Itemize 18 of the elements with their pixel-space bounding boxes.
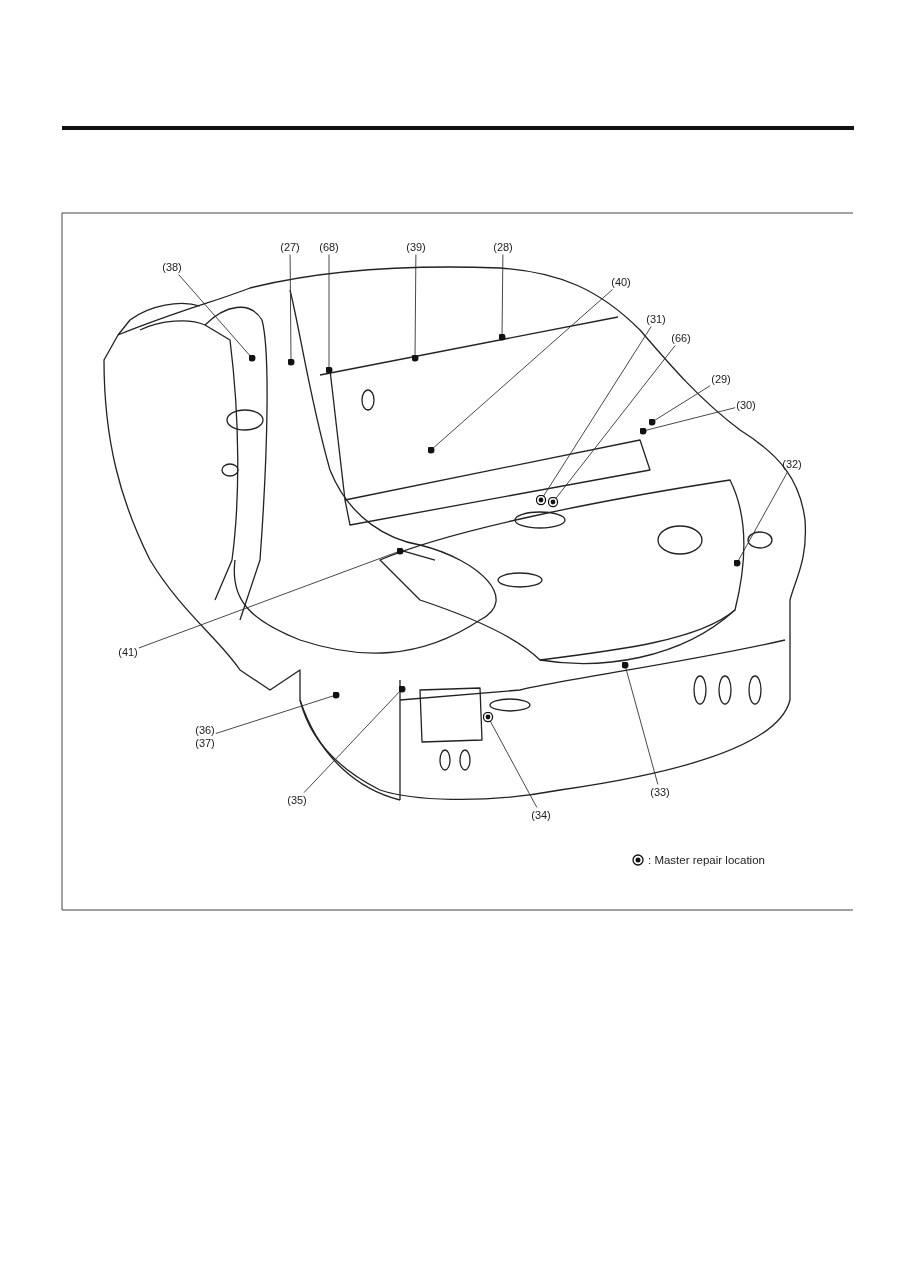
callout-number: (36)	[195, 724, 215, 737]
callout-number: (38)	[162, 260, 182, 274]
callout-number: (68)	[319, 240, 339, 254]
callout-number: (41)	[118, 645, 138, 659]
callout-number: (40)	[611, 275, 631, 289]
callout-number: (34)	[531, 808, 551, 822]
callout-number: (32)	[782, 457, 802, 471]
callout-number: (37)	[195, 737, 215, 750]
callout-number: (66)	[671, 331, 691, 345]
callout-number: (29)	[711, 372, 731, 386]
legend-text: : Master repair location	[648, 854, 765, 866]
callout-number: (35)	[287, 793, 307, 807]
callout-number: (33)	[650, 785, 670, 799]
callout-number: (31)	[646, 312, 666, 326]
callout-number: (30)	[736, 398, 756, 412]
callout-number: (39)	[406, 240, 426, 254]
callout-number: (27)	[280, 240, 300, 254]
callout-number: (28)	[493, 240, 513, 254]
